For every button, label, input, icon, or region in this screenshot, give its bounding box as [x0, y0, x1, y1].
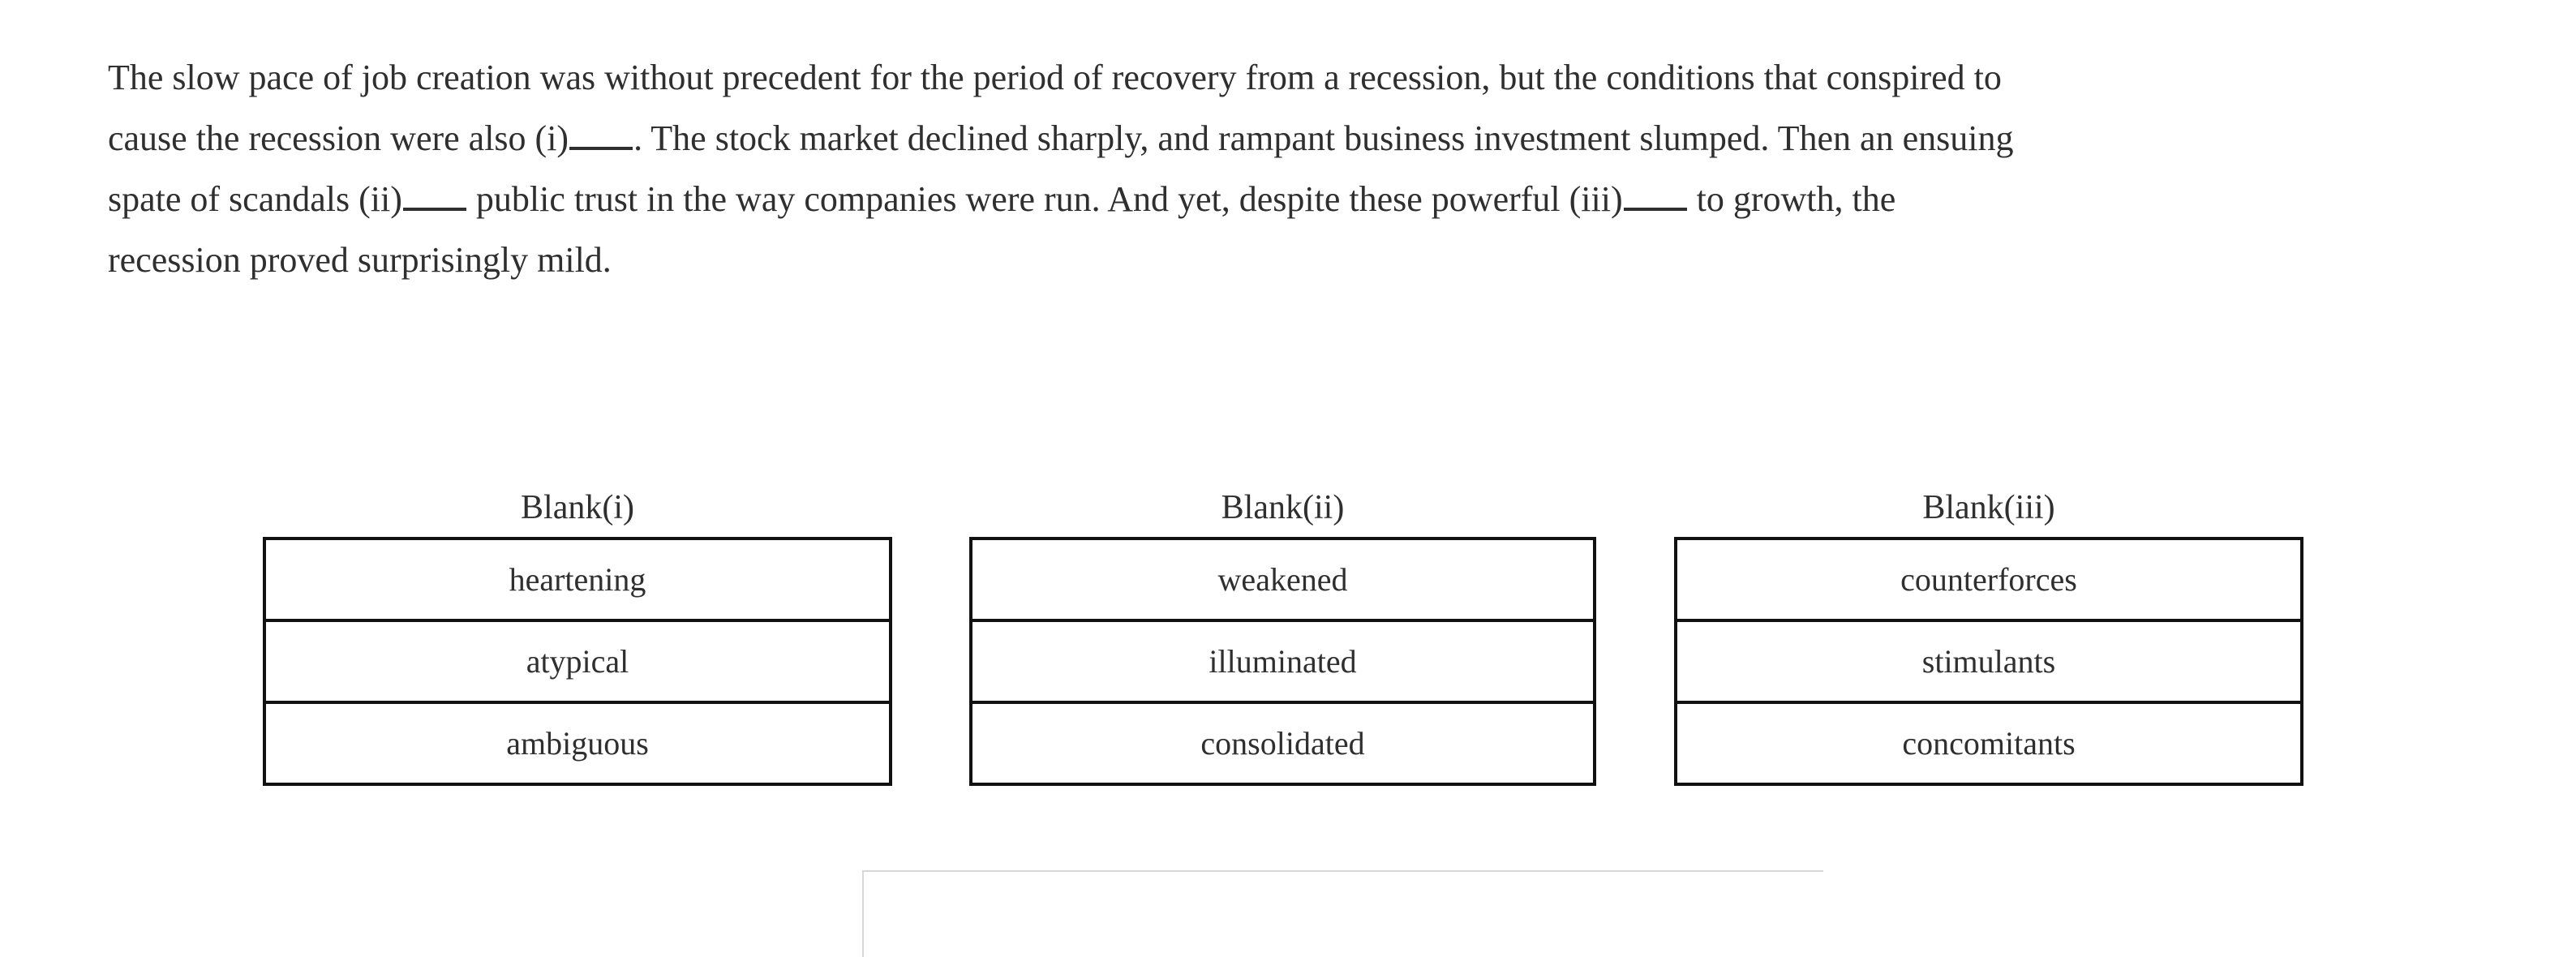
- passage-text-run: to growth, the: [1687, 179, 1896, 219]
- table-row[interactable]: illuminated: [971, 619, 1595, 702]
- table-row[interactable]: counterforces: [1676, 539, 2302, 620]
- option-cell-i-2[interactable]: atypical: [264, 619, 891, 702]
- panel-edge-left: [862, 870, 864, 957]
- column-header-blank-iii: Blank(iii): [1922, 489, 2055, 526]
- passage-text-run: spate of scandals (ii): [108, 179, 402, 219]
- table-row[interactable]: stimulants: [1676, 619, 2302, 702]
- blank-ii-input[interactable]: [402, 178, 466, 211]
- blank-column-i: Blank(i) heartening atypical ambiguous: [263, 487, 892, 786]
- column-header-blank-i: Blank(i): [521, 489, 634, 526]
- panel-edge-top: [862, 870, 1823, 872]
- column-header-blank-ii: Blank(ii): [1221, 489, 1345, 526]
- blank-column-ii: Blank(ii) weakened illuminated consolida…: [969, 487, 1596, 786]
- option-cell-ii-3[interactable]: consolidated: [971, 701, 1595, 784]
- option-cell-i-1[interactable]: heartening: [509, 560, 646, 598]
- passage-text-run: public trust in the way companies were r…: [466, 179, 1623, 219]
- blank-iii-input[interactable]: [1623, 178, 1687, 211]
- option-cell-i-3[interactable]: ambiguous: [264, 701, 891, 784]
- option-cell-ii-2[interactable]: illuminated: [971, 619, 1595, 702]
- passage-line-4: recession proved surprisingly mild.: [108, 230, 2476, 290]
- passage-text: The slow pace of job creation was withou…: [108, 47, 2476, 290]
- option-table-blank-i: heartening atypical ambiguous: [263, 537, 892, 786]
- option-cell-iii-2[interactable]: stimulants: [1676, 619, 2302, 702]
- passage-text-run: recession proved surprisingly mild.: [108, 240, 612, 280]
- table-row[interactable]: weakened: [971, 539, 1595, 620]
- passage-line-2: cause the recession were also (i) . The s…: [108, 108, 2476, 169]
- answer-choices-area: Blank(i) heartening atypical ambiguous B…: [0, 487, 2576, 892]
- table-row[interactable]: concomitants: [1676, 701, 2302, 784]
- blank-i-input[interactable]: [569, 118, 633, 150]
- table-row[interactable]: consolidated: [971, 701, 1595, 784]
- passage-text-run: . The stock market declined sharply, and…: [633, 118, 2014, 158]
- option-cell-iii-1[interactable]: counterforces: [1900, 560, 2077, 598]
- option-cell-iii-3[interactable]: concomitants: [1676, 701, 2302, 784]
- table-row[interactable]: atypical: [264, 619, 891, 702]
- passage-line-3: spate of scandals (ii) public trust in t…: [108, 169, 2476, 230]
- option-table-blank-iii: counterforces stimulants concomitants: [1674, 537, 2303, 786]
- table-row[interactable]: ambiguous: [264, 701, 891, 784]
- passage-text-run: The slow pace of job creation was withou…: [108, 58, 2002, 97]
- table-row[interactable]: heartening: [264, 539, 891, 620]
- option-table-blank-ii: weakened illuminated consolidated: [969, 537, 1596, 786]
- option-cell-ii-1[interactable]: weakened: [1217, 560, 1348, 598]
- passage-line-1: The slow pace of job creation was withou…: [108, 47, 2476, 108]
- blank-column-iii: Blank(iii) counterforces stimulants conc…: [1674, 487, 2303, 786]
- passage-text-run: cause the recession were also (i): [108, 118, 569, 158]
